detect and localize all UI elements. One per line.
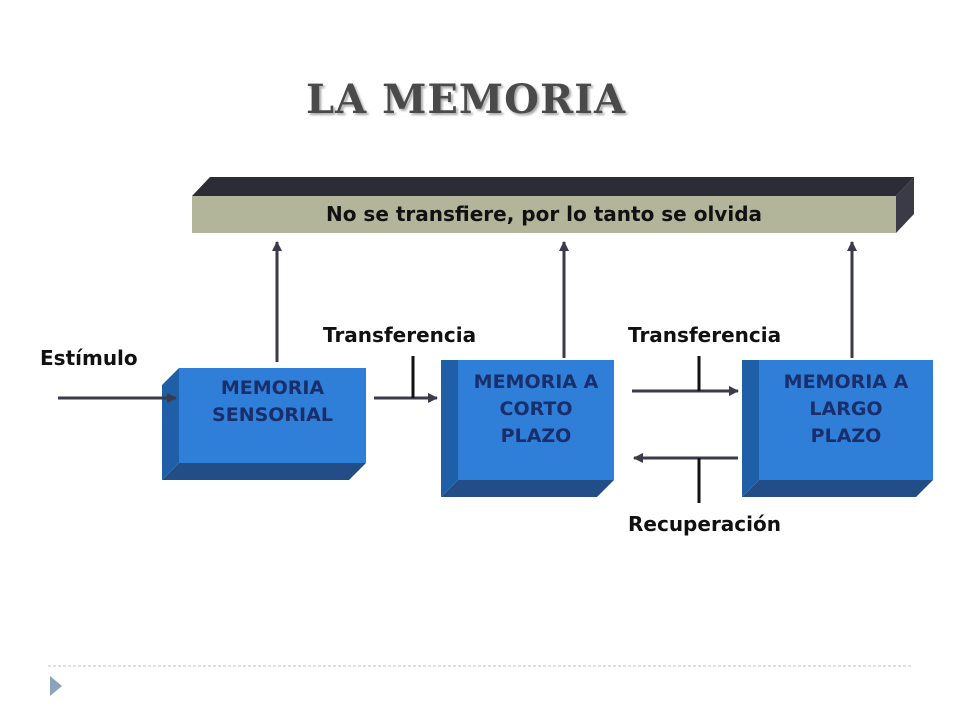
bullet-triangle-icon [50, 676, 62, 696]
retrieval-label: Recuperación [628, 512, 781, 536]
short-term-box-face [458, 360, 614, 480]
short-term-memory-label: MEMORIA A CORTO PLAZO [458, 369, 614, 450]
short-term-line-3: PLAZO [500, 425, 572, 447]
long-term-box-bottom [742, 480, 933, 497]
short-term-box-bottom [441, 480, 614, 497]
stimulus-label: Estímulo [40, 346, 138, 370]
short-term-line-2: CORTO [499, 398, 573, 420]
long-term-memory-label: MEMORIA A LARGO PLAZO [759, 369, 933, 450]
short-term-box-side [441, 360, 458, 497]
forget-bar-top [192, 177, 914, 196]
long-term-memory-box [742, 360, 933, 497]
transfer-label-1: Transferencia [323, 323, 477, 347]
forget-bar-label: No se transfiere, por lo tanto se olvida [325, 202, 763, 226]
forget-bar-side [896, 177, 914, 233]
long-term-line-2: LARGO [809, 398, 883, 420]
forget-bar-face [192, 196, 896, 233]
sensory-memory-label: MEMORIA SENSORIAL [179, 375, 366, 429]
sensory-box-bottom [162, 463, 366, 480]
forget-bar [192, 177, 914, 233]
transfer-label-2: Transferencia [628, 323, 782, 347]
sensory-line-1: MEMORIA [220, 377, 325, 399]
sensory-box-face [179, 368, 366, 463]
long-term-line-3: PLAZO [810, 425, 882, 447]
long-term-line-1: MEMORIA A [783, 371, 909, 393]
sensory-line-2: SENSORIAL [212, 404, 333, 426]
sensory-memory-box [162, 368, 366, 480]
page-title: LA MEMORIA [306, 76, 626, 123]
sensory-box-side [162, 368, 179, 480]
long-term-box-side [742, 360, 759, 497]
short-term-line-1: MEMORIA A [473, 371, 599, 393]
long-term-box-face [759, 360, 933, 480]
short-term-memory-box [441, 360, 614, 497]
